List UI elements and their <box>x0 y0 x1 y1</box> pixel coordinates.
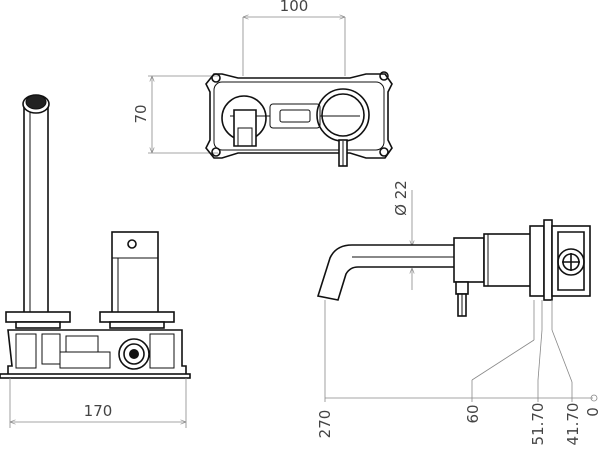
dimension-label-0: 0 <box>584 407 600 417</box>
dimension-label-front-width: 170 <box>84 402 113 420</box>
spout-side <box>316 233 533 317</box>
dimension-label-top-width: 100 <box>280 0 309 15</box>
side-dimension-extensions <box>324 300 598 402</box>
dimension-top-height: 70 <box>132 75 218 154</box>
side-view: Ø 22 <box>316 180 600 445</box>
housing-front <box>0 329 191 379</box>
front-view: 170 <box>0 94 191 428</box>
dimension-label-top-height: 70 <box>132 104 150 123</box>
dimension-label-41-70: 41.70 <box>564 403 582 446</box>
mixer-body-top <box>316 88 370 167</box>
dimension-label-270: 270 <box>316 410 334 439</box>
top-view: 100 70 <box>132 0 393 167</box>
mixer-front <box>99 231 175 329</box>
mounting-plate-top <box>205 71 393 167</box>
dimension-label-51-70: 51.70 <box>529 403 547 446</box>
dimension-label-diameter: Ø 22 <box>392 180 410 216</box>
wall-box-side <box>529 219 591 301</box>
dimension-top-width: 100 <box>242 0 346 76</box>
dimension-diameter: Ø 22 <box>392 180 412 290</box>
dimension-label-60: 60 <box>464 404 482 423</box>
spout-front <box>5 94 71 329</box>
spout-outlet-top <box>221 95 267 147</box>
dimension-front-width: 170 <box>9 378 187 428</box>
